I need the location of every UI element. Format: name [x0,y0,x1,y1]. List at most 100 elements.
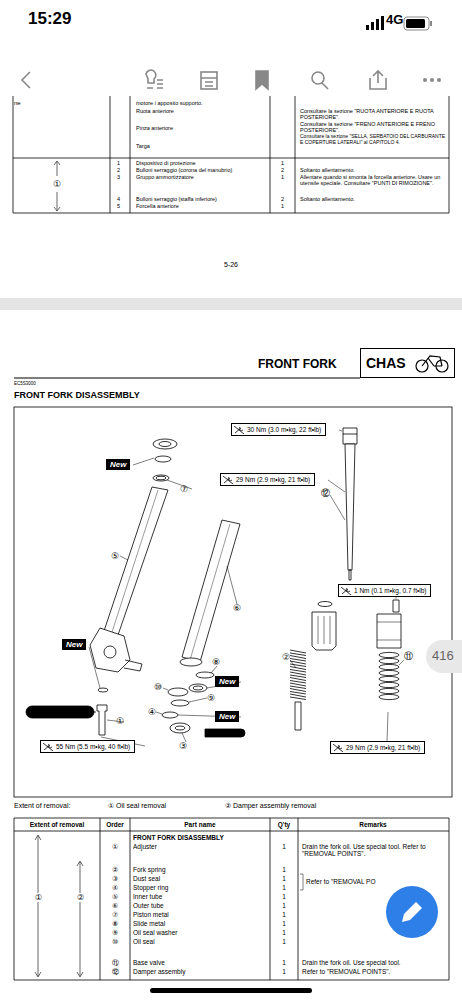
callout-number: ② [282,652,290,662]
node-text: New [66,640,82,649]
node-text: 29 Nm (2.9 m•kg, 21 ft•lb) [236,476,310,483]
label-text: Part name [184,821,215,828]
spring-coil [290,672,306,678]
status-time: 15:29 [28,9,71,29]
label-text: 1 [282,968,286,975]
spring-coil [290,650,306,656]
label-text: ③ [112,875,118,882]
label-text: Slide metal [133,920,165,927]
wrench-icon [43,743,53,751]
spring-coil [290,656,306,662]
label-text: Extent of removal [30,821,85,828]
label-text: ⑦ [112,911,118,918]
label-text: FRONT FORK DISASSEMBLY [133,834,224,841]
label-text: Consultare la sezione "SELLA, SERBATOIO … [300,134,448,146]
valve-washer [379,664,399,669]
label-text: 1 [281,174,284,180]
label-text: Ruota anteriore [136,108,174,114]
spring-coil [290,667,306,673]
torque-box: 30 Nm (3.0 m•kg, 22 ft•lb) [231,423,326,436]
wrench-icon [234,426,244,434]
label-text: 1 [282,938,286,945]
new-part-tag: New [215,711,239,722]
callout-number: ⑧ [212,657,220,667]
label-text: Targa [136,143,150,149]
page-badge: 416 [426,640,462,673]
label-text: 1 [282,911,286,918]
label-text: 1 [281,160,284,166]
valve-washer [379,652,399,657]
label-text: Soltanto allentamento. [300,196,355,202]
spring-coil [290,661,306,667]
label-text: 1 [282,920,286,927]
label-text: Damper assembly [133,968,185,975]
label-text: Bulloni serraggio (staffa inferiore) [136,196,217,202]
label-text: Bulloni serraggio (corona del manubrio) [136,167,232,173]
label-text: Adjuster [133,843,157,850]
label-text: 1 [282,902,286,909]
node-text: 416 [432,648,454,663]
callout-number: ⑨ [207,693,215,703]
label-text: motore i apposito supporto. [136,100,203,106]
node-text: 30 Nm (3.0 m•kg, 22 ft•lb) [247,426,321,433]
valve-washer [379,694,399,699]
section-heading: FRONT FORK [258,358,337,372]
label-text: 5 [117,203,120,209]
valve-washer [379,688,399,693]
label-text: Inner tube [133,893,162,900]
label-text: 1 [282,893,286,900]
label-text: ⑩ [112,938,118,945]
label-text: Fork spring [133,866,166,873]
label-text: 2 [281,167,284,173]
label-text: Remarks [359,821,386,828]
label-text: ② [76,893,85,902]
label-text: Consultare la sezione "RUOTA ANTERIORE E… [300,108,446,121]
valve-washer [379,682,399,687]
label-text: ⑤ [112,893,118,900]
label-text: 1 [281,203,284,209]
label-text: ① Oil seal removal [108,802,166,810]
label-text: ⑨ [112,929,118,936]
new-part-tag: New [106,459,130,470]
callout-number: ④ [148,707,156,717]
label-text: ④ [112,884,118,891]
label-text: 1 [282,866,286,873]
wrench-icon [333,744,343,752]
wrench-icon [223,476,233,484]
spring-coil [290,678,306,684]
label-text: Oil seal washer [133,929,177,936]
label-text: Extent of removal: [14,802,70,810]
new-part-tag: New [215,676,239,687]
callout-number: ③ [179,741,187,751]
callout-number: ⑦ [180,484,188,494]
node-text: New [219,677,235,686]
label-text: 1 [282,875,286,882]
spring-coil [290,689,306,695]
label-text: ⑧ [112,920,118,927]
label-text: ② [112,866,118,873]
label-text: ⑪ [112,959,119,966]
torque-box: 1 Nm (0.1 m•kg, 0.7 ft•lb) [338,584,431,597]
callout-number: ① [116,716,124,726]
label-text: Forcella anteriore [136,203,179,209]
page-number: 5-26 [224,261,238,269]
label-text: Dispositivo di protezione [136,160,196,166]
label-text: Soltanto allentamento. [300,167,355,173]
label-text: Order [106,821,124,828]
label-text: ① [112,843,118,850]
torque-box: 55 Nm (5.5 m•kg, 40 ft•lb) [40,740,135,753]
label-text: 1 [282,843,286,850]
torque-box: 29 Nm (2.9 m•kg, 21 ft•lb) [220,473,315,486]
node-text: CHAS [366,355,406,371]
label-text: Outer tube [133,902,164,909]
label-text: Drain the fork oil. Use special tool. Re… [302,843,444,858]
label-text: ① [34,893,43,902]
wrench-icon [341,587,351,595]
node-text: 55 Nm (5.5 m•kg, 40 ft•lb) [56,743,130,750]
node-text: 29 Nm (2.9 m•kg, 21 ft•lb) [346,744,420,751]
callout-number: ⑫ [321,488,330,498]
section-title: FRONT FORK DISASSEMBLY [14,390,140,400]
network-label: 4G [386,13,403,28]
callout-number: ⑥ [233,603,241,613]
